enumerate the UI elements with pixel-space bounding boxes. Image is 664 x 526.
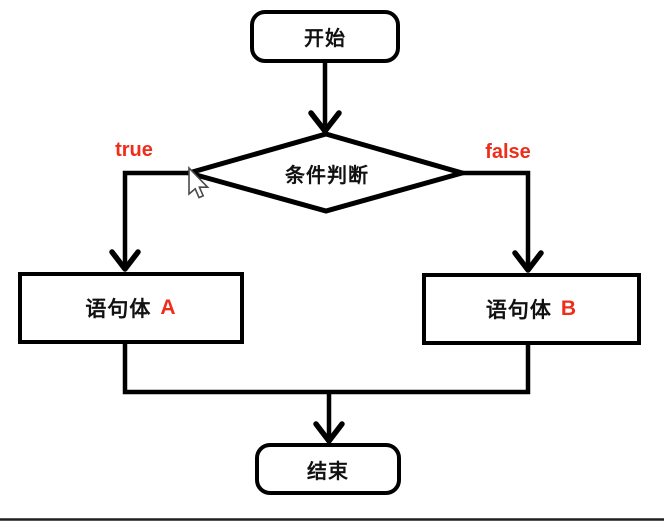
branch-false-label: false xyxy=(485,141,531,163)
statement-b-variant: B xyxy=(560,297,578,320)
statement-a-text: 语句体 xyxy=(85,298,152,321)
start-node-label: 开始 xyxy=(304,28,346,50)
connector-false-branch xyxy=(462,170,531,266)
arrowhead-into-statement-b xyxy=(512,250,544,273)
statement-a-variant: A xyxy=(160,296,177,319)
end-node-label: 结束 xyxy=(307,460,349,483)
end-node: 结束 xyxy=(255,443,401,495)
connector-true-branch xyxy=(122,170,189,265)
statement-a-node: 语句体 A xyxy=(18,272,244,344)
statement-b-node: 语句体 B xyxy=(422,273,641,345)
condition-node-label: 条件判断 xyxy=(256,159,398,187)
condition-text: 条件判断 xyxy=(285,164,369,187)
arrowhead-into-statement-a xyxy=(109,249,141,272)
arrowhead-into-condition xyxy=(308,110,342,134)
connector-merge xyxy=(122,343,531,395)
start-node: 开始 xyxy=(250,10,400,63)
statement-b-text: 语句体 xyxy=(485,299,552,322)
arrowhead-into-end xyxy=(313,421,345,444)
branch-true-label: true xyxy=(115,139,153,161)
